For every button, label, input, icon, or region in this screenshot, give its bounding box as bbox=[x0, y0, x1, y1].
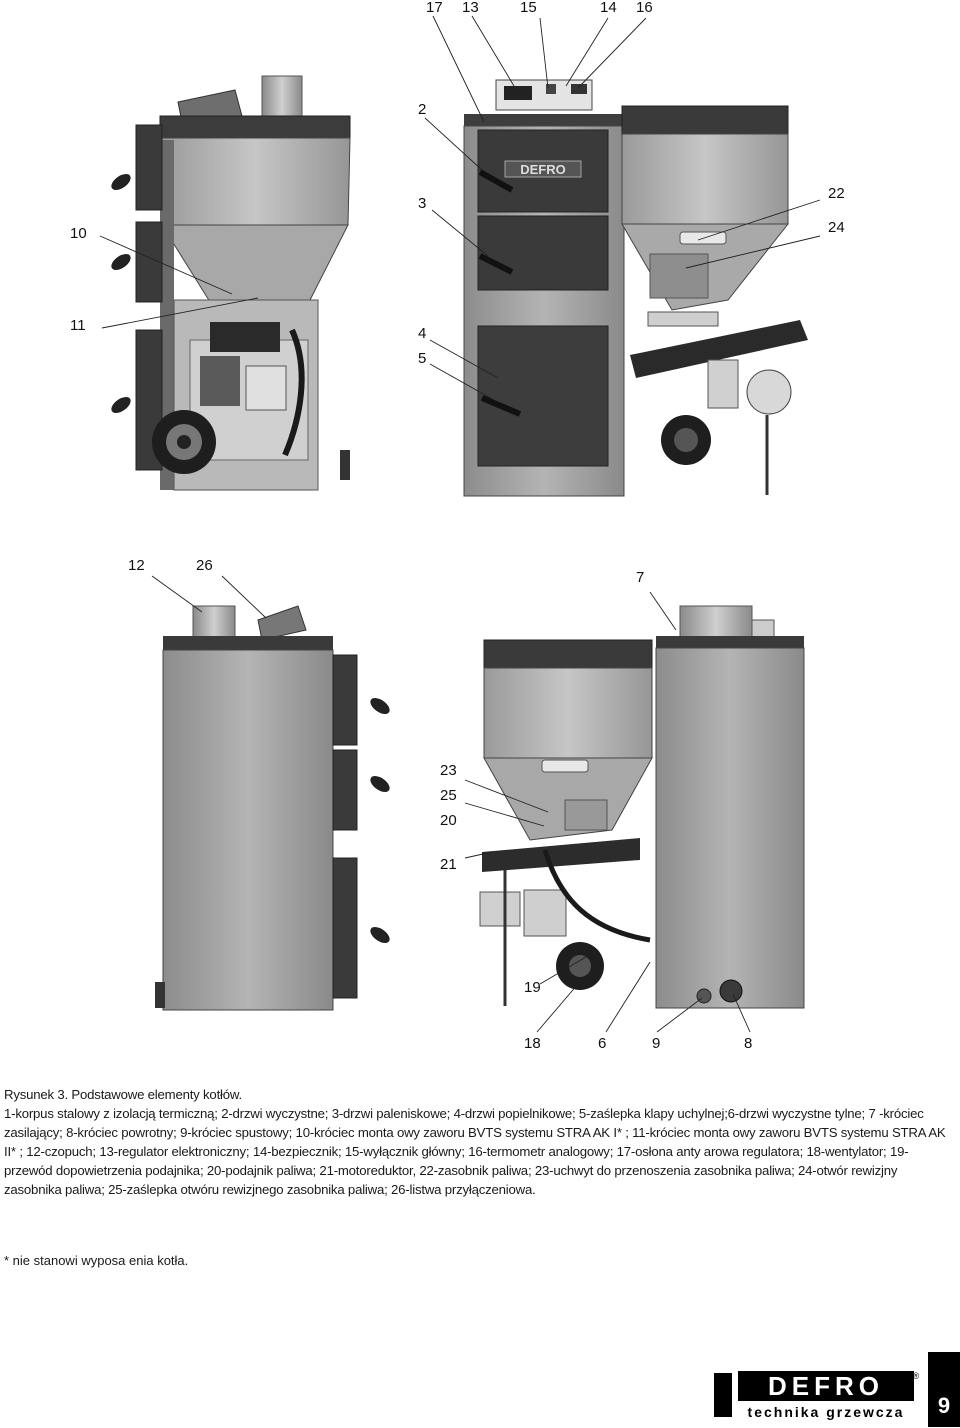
figure-caption: Rysunek 3. Podstawowe elementy kotłów. 1… bbox=[4, 1085, 954, 1199]
defro-logo: DEFRO technika grzewcza ® bbox=[714, 1369, 920, 1423]
bottom-left-boiler-view bbox=[155, 605, 390, 1011]
label-5: 5 bbox=[418, 350, 427, 367]
label-23: 23 bbox=[440, 762, 457, 779]
label-9: 9 bbox=[652, 1035, 661, 1052]
label-6: 6 bbox=[598, 1035, 607, 1052]
label-26: 26 bbox=[196, 557, 213, 574]
label-11: 11 bbox=[70, 317, 86, 334]
caption-title: Rysunek 3. Podstawowe elementy kotłów. bbox=[4, 1087, 242, 1102]
label-16: 16 bbox=[636, 0, 653, 16]
label-7: 7 bbox=[636, 569, 645, 586]
label-21: 21 bbox=[440, 856, 457, 873]
leader-lines bbox=[99, 15, 821, 1033]
label-3: 3 bbox=[418, 195, 427, 212]
label-4: 4 bbox=[418, 325, 427, 342]
logo-name: DEFRO bbox=[768, 1371, 884, 1401]
boiler-drawings: DEFRO bbox=[99, 15, 821, 1033]
label-19: 19 bbox=[524, 979, 541, 996]
front-brand-plate: DEFRO bbox=[520, 162, 566, 177]
label-13: 13 bbox=[462, 0, 479, 16]
label-20: 20 bbox=[440, 812, 457, 829]
label-22: 22 bbox=[828, 185, 845, 202]
label-15: 15 bbox=[520, 0, 537, 16]
label-12: 12 bbox=[128, 557, 145, 574]
caption-body: 1-korpus stalowy z izolacją termiczną; 2… bbox=[4, 1106, 946, 1197]
footnote: * nie stanowi wyposa enia kotła. bbox=[4, 1253, 189, 1268]
top-left-boiler-view bbox=[111, 75, 351, 491]
label-17: 17 bbox=[426, 0, 443, 16]
label-8: 8 bbox=[744, 1035, 753, 1052]
label-2: 2 bbox=[418, 101, 427, 118]
page-number: 9 bbox=[928, 1352, 960, 1427]
boiler-figure: DEFRO bbox=[70, 0, 845, 1052]
logo-tagline: technika grzewcza bbox=[748, 1404, 905, 1420]
label-14: 14 bbox=[600, 0, 617, 16]
label-10: 10 bbox=[70, 225, 87, 242]
bottom-rear-boiler-view bbox=[479, 605, 805, 1009]
registered-mark: ® bbox=[913, 1371, 920, 1381]
label-18: 18 bbox=[524, 1035, 541, 1052]
top-front-boiler-view: DEFRO bbox=[463, 79, 808, 497]
label-25: 25 bbox=[440, 787, 457, 804]
label-24: 24 bbox=[828, 219, 845, 236]
